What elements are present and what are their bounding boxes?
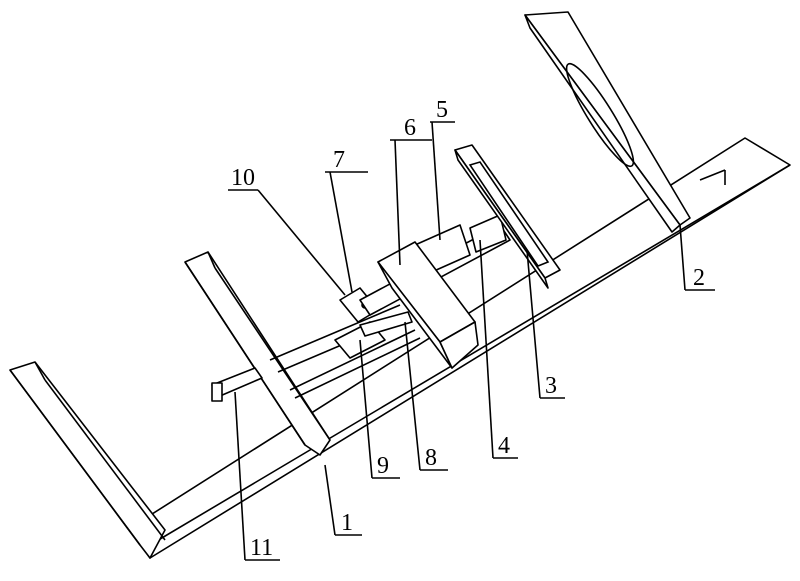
label-10: 10 — [231, 165, 255, 191]
bearing — [469, 214, 507, 253]
leader-lines — [228, 121, 715, 561]
block — [377, 241, 479, 369]
label-1: 1 — [341, 510, 353, 536]
label-9: 9 — [377, 453, 389, 479]
label-4: 4 — [498, 433, 510, 459]
label-11: 11 — [250, 535, 274, 561]
label-2: 2 — [693, 265, 705, 291]
label-3: 3 — [545, 373, 557, 399]
label-6: 6 — [404, 115, 416, 141]
label-5: 5 — [436, 97, 448, 123]
support-bracket — [359, 311, 413, 337]
right-plate — [524, 11, 691, 233]
middle-upright — [184, 251, 331, 456]
disc-plate — [454, 144, 561, 289]
left-upright — [9, 361, 166, 559]
label-7: 7 — [333, 147, 345, 173]
pin — [211, 367, 263, 402]
label-8: 8 — [425, 445, 437, 471]
